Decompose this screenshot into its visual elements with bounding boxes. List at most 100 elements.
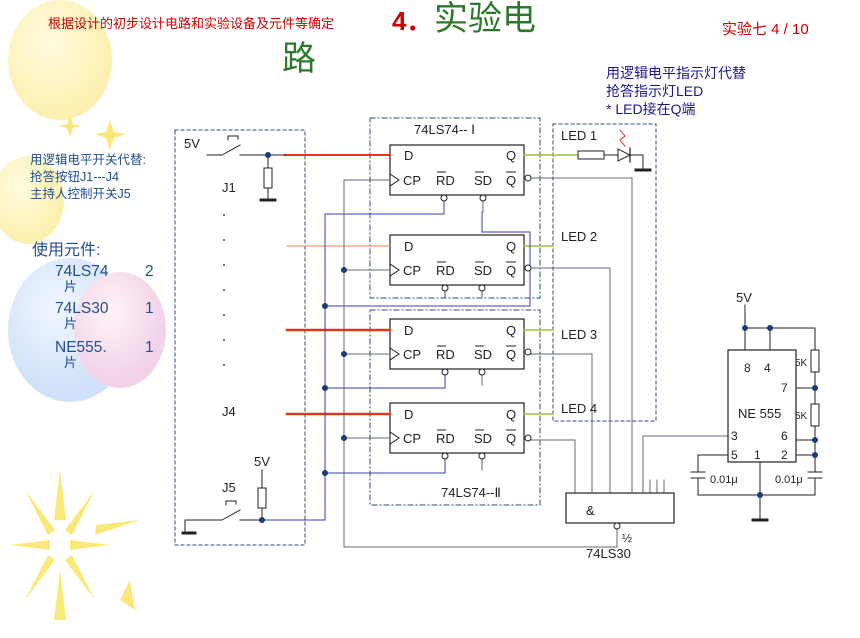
component-qty: 2 xyxy=(145,263,154,280)
ff3-q: Q xyxy=(506,323,516,338)
v5-label-top: 5V xyxy=(184,136,200,151)
component-unit: 片 xyxy=(64,279,78,294)
chip2-label: 74LS74--Ⅱ xyxy=(441,485,501,500)
clock-triangle xyxy=(389,431,400,445)
ff1-cp: CP xyxy=(403,173,421,188)
components-title: 使用元件: xyxy=(32,242,101,259)
ff1-sd: SD xyxy=(474,173,492,188)
ne555-pin3: 3 xyxy=(731,429,738,443)
component-name: 74LS74 xyxy=(55,263,109,280)
chip2-box xyxy=(369,309,541,506)
resistor-r1-label: 5K xyxy=(795,358,808,369)
led-note-line-2: 抢答指示灯LED xyxy=(606,83,704,99)
led-box xyxy=(552,123,657,422)
flip-flop-2 xyxy=(389,234,525,286)
balloon-pink xyxy=(74,272,166,388)
pulldown-resistor-j1 xyxy=(263,167,273,189)
ff4-q: Q xyxy=(506,407,516,422)
note-line-2: 抢答按钮J1---J4 xyxy=(30,170,119,184)
nand-symbol: & xyxy=(586,503,595,518)
note-line-1: 用逻辑电平开关代替: xyxy=(30,153,146,167)
slide-subtitle: 根据设计的初步设计电路和实验设备及元件等确定 xyxy=(48,16,335,31)
ff4-cp: CP xyxy=(403,431,421,446)
junction-dots xyxy=(259,152,818,523)
component-qty: 1 xyxy=(145,339,154,356)
component-name: NE555. xyxy=(55,339,107,356)
chip1-label: 74LS74-- Ⅰ xyxy=(414,122,475,137)
ff2-rd: RD xyxy=(436,263,455,278)
slide-title-line2: 路 xyxy=(282,40,316,78)
inversion-bubbles xyxy=(440,174,621,530)
j5-label: J5 xyxy=(222,480,236,495)
ff2-qbar: Q xyxy=(506,263,516,278)
ff2-cp: CP xyxy=(403,263,421,278)
resistor-r2 xyxy=(810,403,820,427)
switch-ellipsis xyxy=(223,214,225,366)
ff4-sd: SD xyxy=(474,431,492,446)
component-unit: 片 xyxy=(64,355,78,370)
ff3-d: D xyxy=(404,323,413,338)
pin-overbars xyxy=(437,171,516,431)
component-qty: 1 xyxy=(145,300,154,317)
v5-label-555: 5V xyxy=(736,290,752,305)
capacitor-c1-label: 0.01μ xyxy=(710,474,738,486)
ne555-pin1: 1 xyxy=(754,448,761,462)
led1-resistor xyxy=(577,150,605,160)
component-unit: 片 xyxy=(64,316,78,331)
ne555-pin7: 7 xyxy=(781,381,788,395)
sparkle xyxy=(58,115,82,137)
nand-label: 74LS30 xyxy=(586,546,631,561)
j4-label: J4 xyxy=(222,404,236,419)
resistor-r1 xyxy=(810,349,820,373)
sparkle xyxy=(94,120,126,150)
ff3-qbar: Q xyxy=(506,347,516,362)
chip1-box xyxy=(369,117,541,299)
flip-flop-3 xyxy=(389,318,525,370)
ff3-cp: CP xyxy=(403,347,421,362)
led-note-line-3: * LED接在Q端 xyxy=(606,101,696,117)
ff-pin-labels: D Q CP RD SD Q D Q CP RD SD Q D Q CP RD … xyxy=(403,148,516,446)
led2-label: LED 2 xyxy=(561,229,597,244)
ff4-qbar: Q xyxy=(506,431,516,446)
ff2-q: Q xyxy=(506,239,516,254)
led3-label: LED 3 xyxy=(561,327,597,342)
balloon-yellow-left xyxy=(0,156,64,244)
switch-box xyxy=(174,129,306,546)
clock-triangle xyxy=(389,347,400,361)
ff3-rd: RD xyxy=(436,347,455,362)
led-light-icon xyxy=(619,129,626,147)
ff3-sd: SD xyxy=(474,347,492,362)
section-number: 4． xyxy=(392,6,433,36)
page-indicator: 实验七 4 / 10 xyxy=(722,21,809,38)
nand-gate xyxy=(565,492,675,524)
j1-label: J1 xyxy=(222,180,236,195)
led-note-line-1: 用逻辑电平指示灯代替 xyxy=(606,65,746,81)
ne555-pin5: 5 xyxy=(731,448,738,462)
ff1-rd: RD xyxy=(436,173,455,188)
led1-label: LED 1 xyxy=(561,128,597,143)
flip-flop-4 xyxy=(389,402,525,454)
ff1-d: D xyxy=(404,148,413,163)
ff2-sd: SD xyxy=(474,263,492,278)
pullup-resistor-j5 xyxy=(257,487,267,509)
ff4-d: D xyxy=(404,407,413,422)
clock-triangle xyxy=(389,173,400,187)
component-name: 74LS30 xyxy=(55,300,109,317)
clock-triangle xyxy=(389,263,400,277)
ne555-name: NE 555 xyxy=(738,406,781,421)
nand-half: ½ xyxy=(622,531,632,545)
led1-diode xyxy=(617,148,632,162)
ne555-pin4: 4 xyxy=(764,361,771,375)
ne555-chip xyxy=(727,349,797,463)
resistor-r2-label: 5K xyxy=(795,411,808,422)
note-line-3: 主持人控制开关J5 xyxy=(30,187,131,201)
slide-title-line1: 实验电 xyxy=(434,0,536,38)
ff2-d: D xyxy=(404,239,413,254)
ff4-rd: RD xyxy=(436,431,455,446)
v5-label-j5: 5V xyxy=(254,454,270,469)
capacitor-c2-label: 0.01μ xyxy=(775,474,803,486)
led4-label: LED 4 xyxy=(561,401,597,416)
